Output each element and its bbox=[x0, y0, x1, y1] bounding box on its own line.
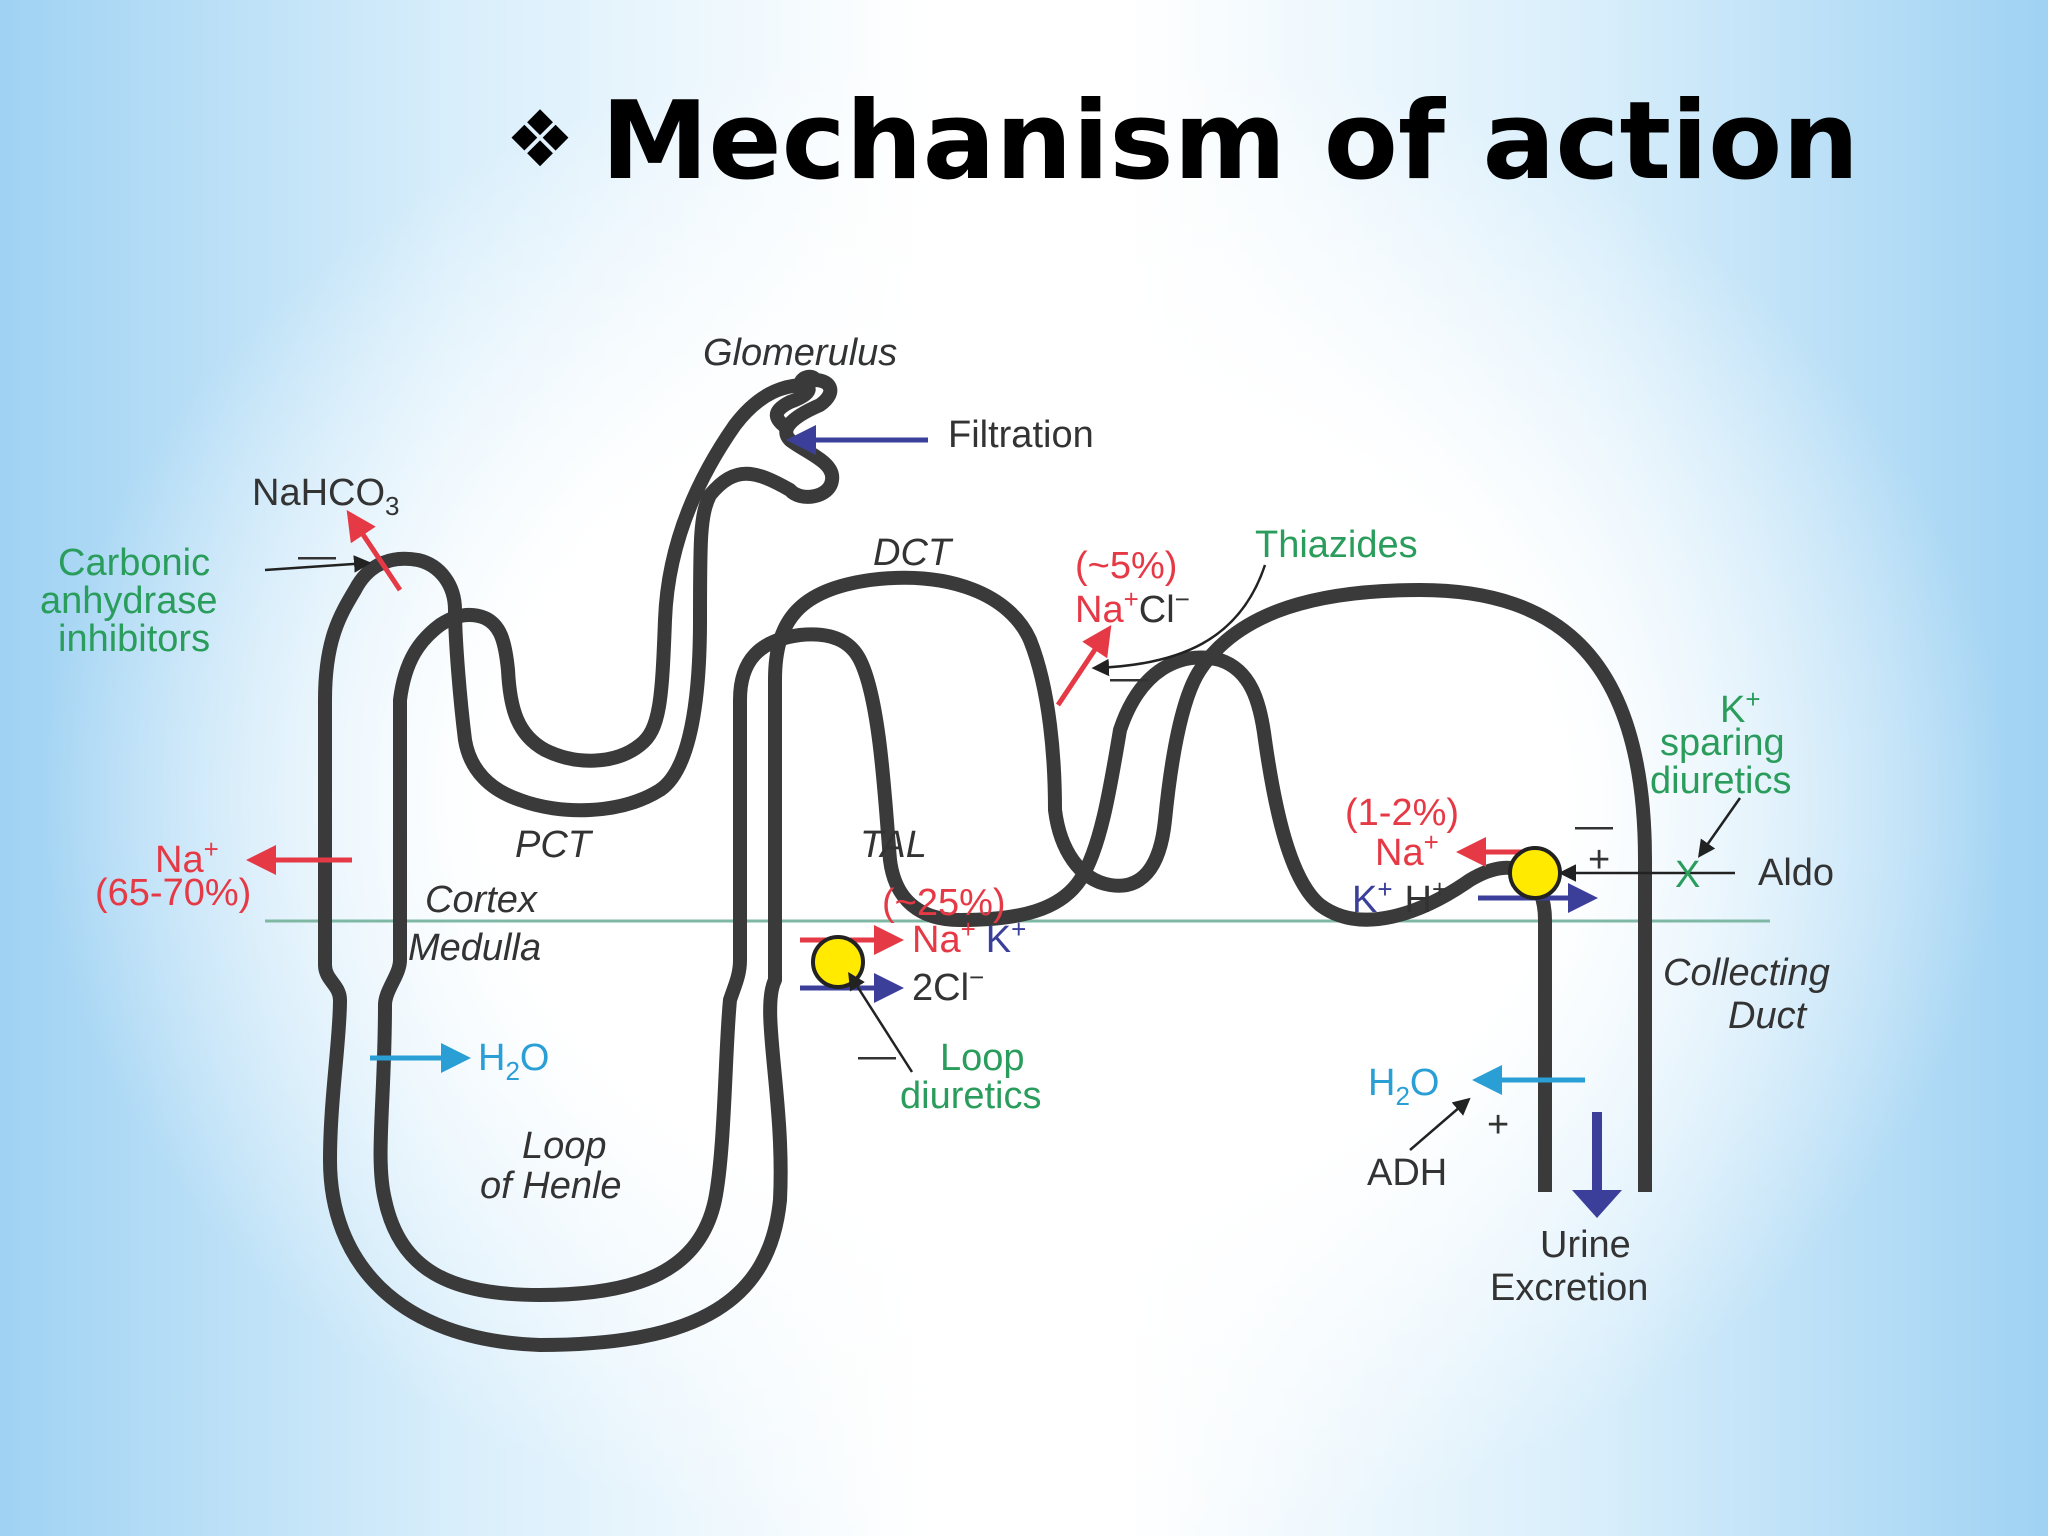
glomerulus-label: Glomerulus bbox=[703, 332, 897, 374]
dct-nacl-arrow bbox=[1055, 625, 1112, 707]
loop-diuretics-label-2: diuretics bbox=[900, 1075, 1042, 1117]
loop-diuretics-minus: — bbox=[858, 1035, 896, 1077]
urine-arrow-head bbox=[1572, 1190, 1622, 1218]
carbonic-label-2: anhydrase bbox=[40, 580, 217, 622]
thiazides-pointer bbox=[1091, 564, 1267, 677]
cd-kh-label: K+H+ bbox=[1352, 874, 1447, 921]
tubule-inner-wall bbox=[373, 378, 1552, 1302]
cd-plus: + bbox=[1588, 839, 1610, 881]
cd-na-label: Na+ bbox=[1375, 827, 1439, 874]
adh-plus: + bbox=[1487, 1104, 1509, 1146]
tal-label: TAL bbox=[860, 824, 927, 866]
pct-na-percent: (65-70%) bbox=[95, 872, 251, 914]
thiazides-label: Thiazides bbox=[1255, 524, 1418, 566]
carbonic-minus: — bbox=[298, 535, 336, 577]
dct-percent: (~5%) bbox=[1075, 545, 1177, 587]
cortex-label: Cortex bbox=[425, 879, 539, 921]
pct-label: PCT bbox=[515, 824, 594, 866]
aldo-block-mark: X bbox=[1675, 854, 1700, 896]
adh-label: ADH bbox=[1367, 1152, 1447, 1194]
pct-na-label: Na+ bbox=[155, 834, 219, 881]
title-text: Mechanism of action bbox=[600, 79, 1860, 204]
ksparing-label-2: sparing bbox=[1660, 722, 1785, 764]
urine-label-1: Urine bbox=[1540, 1224, 1631, 1266]
dct-nacl-label: Na+Cl− bbox=[1075, 584, 1190, 631]
loop-henle-label-1: Loop bbox=[522, 1125, 607, 1167]
tal-2cl-label: 2Cl− bbox=[912, 962, 984, 1009]
ksparing-pointer bbox=[1697, 797, 1742, 858]
carbonic-label-1: Carbonic bbox=[58, 542, 210, 584]
slide-title: ❖Mechanism of action bbox=[505, 88, 1859, 196]
urine-label-2: Excretion bbox=[1490, 1267, 1648, 1309]
collecting-duct-label-2: Duct bbox=[1728, 995, 1808, 1037]
nahco3-label: NaHCO3 bbox=[252, 472, 400, 521]
loop-h2o-label: H2O bbox=[478, 1037, 549, 1086]
tubule-outer-wall bbox=[318, 369, 1652, 1352]
aldo-label: Aldo bbox=[1758, 852, 1834, 894]
loop-henle-label-2: of Henle bbox=[480, 1165, 622, 1207]
cd-transporter-pump bbox=[1508, 846, 1562, 900]
cd-percent: (1-2%) bbox=[1345, 792, 1459, 834]
loop-diuretics-pointer bbox=[848, 972, 914, 1073]
medulla-label: Medulla bbox=[408, 927, 541, 969]
tal-percent: (~25%) bbox=[882, 882, 1006, 924]
filtration-label: Filtration bbox=[948, 414, 1094, 456]
cd-h2o-label: H2O bbox=[1368, 1062, 1439, 1111]
adh-pointer bbox=[1409, 1097, 1471, 1151]
thiazides-minus: — bbox=[1110, 657, 1148, 699]
ksparing-k-label: K+ bbox=[1720, 684, 1761, 731]
diamond-bullet-icon: ❖ bbox=[505, 95, 575, 185]
tal-transporter-pump bbox=[811, 935, 865, 989]
carbonic-label-3: inhibitors bbox=[58, 618, 210, 660]
collecting-duct-label-1: Collecting bbox=[1663, 952, 1830, 994]
ksparing-label-3: diuretics bbox=[1650, 760, 1792, 802]
loop-diuretics-label-1: Loop bbox=[940, 1037, 1025, 1079]
carbonic-pointer bbox=[264, 555, 372, 573]
tal-na-k-label: Na+K+ bbox=[912, 914, 1026, 961]
dct-label: DCT bbox=[873, 532, 954, 574]
nahco3-arrow bbox=[346, 510, 403, 592]
cd-minus: — bbox=[1575, 805, 1613, 847]
